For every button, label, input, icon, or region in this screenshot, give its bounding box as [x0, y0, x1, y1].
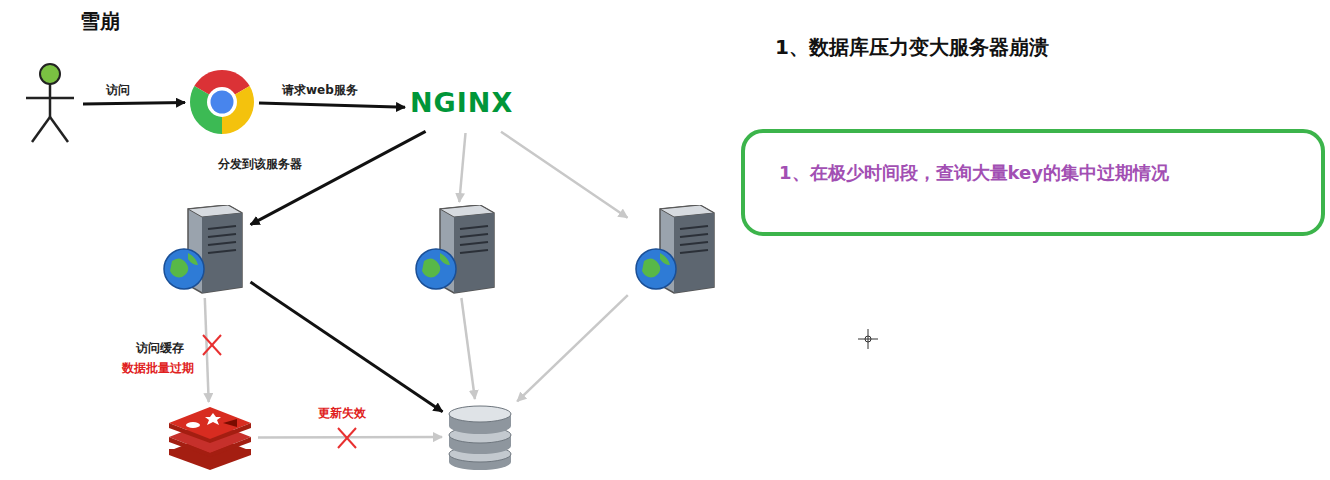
cursor-mark [858, 329, 878, 349]
database-icon [445, 402, 515, 472]
flow-arrow [83, 103, 185, 105]
flow-arrow [461, 298, 475, 399]
server-icon [410, 205, 500, 295]
nginx-logo: NGINX [408, 88, 527, 130]
web-server [410, 205, 500, 295]
server-icon [158, 205, 248, 295]
diagram-title: 雪崩 [80, 8, 120, 35]
edge-label: 更新失效 [316, 405, 368, 422]
database [445, 402, 515, 472]
server-icon [630, 205, 720, 295]
fail-cross [338, 428, 356, 448]
fail-cross [203, 335, 221, 355]
note-box: 1、在极少时间段，查询大量key的集中过期情况 [741, 129, 1325, 236]
node-text: 1、在极少时间段，查询大量key的集中过期情况 [779, 161, 1307, 185]
section-heading: 1、数据库压力变大服务器崩溃 [775, 34, 1049, 61]
edge-label: 访问 [104, 82, 132, 99]
flow-arrow [501, 132, 628, 218]
flow-arrow [259, 103, 405, 107]
flow-arrow [459, 133, 465, 202]
node-text: NGINX [410, 88, 525, 118]
flow-arrow [517, 295, 628, 401]
web-server [158, 205, 248, 295]
web-server [630, 205, 720, 295]
browser-icon [188, 68, 256, 136]
flow-arrow [251, 282, 443, 412]
redis-cache [165, 405, 255, 470]
flow-arrow [258, 436, 442, 439]
edge-label: 分发到该服务器 [216, 156, 304, 173]
warning-note: 数据批量过期 [120, 360, 196, 377]
redis-icon [165, 405, 255, 470]
edge-label: 请求web服务 [280, 82, 360, 99]
user-actor [20, 62, 80, 147]
user-icon [20, 62, 80, 147]
edge-label: 访问缓存 [134, 340, 186, 357]
flow-arrow [251, 131, 426, 224]
browser [188, 68, 256, 136]
